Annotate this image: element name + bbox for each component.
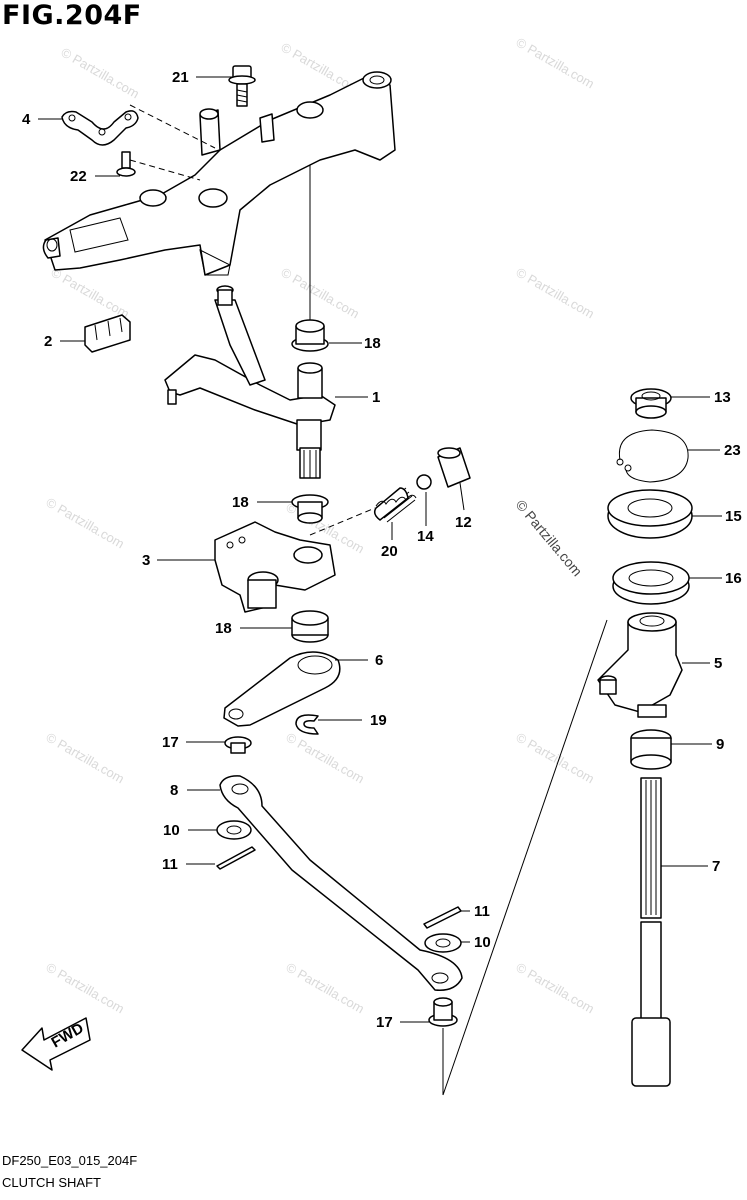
watermark: © Partzilla.com xyxy=(514,730,597,787)
callout-13: 13 xyxy=(714,389,731,406)
callout-14: 14 xyxy=(417,528,434,545)
callout-9: 9 xyxy=(716,736,724,753)
watermark: © Partzilla.com xyxy=(284,960,367,1017)
watermark: © Partzilla.com xyxy=(44,495,127,552)
part-7-clutch-shaft xyxy=(631,777,671,1087)
callout-11: 11 xyxy=(162,856,178,873)
diagram-code: DF250_E03_015_204F xyxy=(2,1153,138,1168)
watermark-dark: © Partzilla.com xyxy=(513,497,586,580)
part-15-bearing xyxy=(607,489,693,539)
watermark: © Partzilla.com xyxy=(49,265,132,322)
part-5-clutch-housing xyxy=(597,612,683,718)
callout-18: 18 xyxy=(232,494,249,511)
callout-10: 10 xyxy=(163,822,180,839)
callout-17: 17 xyxy=(162,734,179,751)
part-9-bushing xyxy=(630,729,672,770)
part-23-snap-ring xyxy=(616,429,689,483)
callout-3: 3 xyxy=(142,552,150,569)
part-19-e-clip xyxy=(295,714,319,735)
watermark: © Partzilla.com xyxy=(514,960,597,1017)
clutch-bracket-housing xyxy=(42,71,396,276)
callout-1: 1 xyxy=(372,389,380,406)
part-17-collar-upper xyxy=(224,736,252,754)
callout-11: 11 xyxy=(474,903,490,920)
part-8-link-rod xyxy=(219,775,463,991)
callout-6: 6 xyxy=(375,652,383,669)
callout-labels: 21 4 22 2 18 1 18 3 20 14 12 18 6 19 17 … xyxy=(22,69,742,1031)
part-2-clip xyxy=(84,314,131,353)
callout-23: 23 xyxy=(724,442,741,459)
callout-7: 7 xyxy=(712,858,720,875)
part-1-shift-lever xyxy=(164,285,336,479)
callout-10: 10 xyxy=(474,934,491,951)
callout-2: 2 xyxy=(44,333,52,350)
part-10-washer-upper xyxy=(216,820,252,840)
watermark: © Partzilla.com xyxy=(514,35,597,92)
callout-18: 18 xyxy=(364,335,381,352)
figure-title: FIG.204F xyxy=(2,0,142,31)
callout-15: 15 xyxy=(725,508,742,525)
watermark: © Partzilla.com xyxy=(279,265,362,322)
callout-18: 18 xyxy=(215,620,232,637)
callout-12: 12 xyxy=(455,514,472,531)
callout-16: 16 xyxy=(725,570,742,587)
part-11-pin-upper xyxy=(216,846,256,870)
diagram-caption: CLUTCH SHAFT xyxy=(2,1175,101,1190)
callout-22: 22 xyxy=(70,168,87,185)
part-14-ball xyxy=(416,474,432,490)
part-21-bolt xyxy=(228,65,256,107)
part-10-washer-lower xyxy=(424,933,462,953)
part-6-lever-arm xyxy=(223,651,341,727)
part-4-plate xyxy=(61,110,139,146)
callout-4: 4 xyxy=(22,111,31,128)
part-12-sleeve xyxy=(437,447,471,488)
watermark: © Partzilla.com xyxy=(514,265,597,322)
part-18-bushing-low xyxy=(291,610,329,643)
watermark: © Partzilla.com xyxy=(59,45,142,102)
watermark: © Partzilla.com xyxy=(44,730,127,787)
part-17-collar-lower xyxy=(428,997,458,1027)
callout-8: 8 xyxy=(170,782,178,799)
callout-19: 19 xyxy=(370,712,387,729)
callout-20: 20 xyxy=(381,543,398,560)
part-18-bushing-mid xyxy=(291,494,329,524)
watermark: © Partzilla.com xyxy=(284,730,367,787)
part-13-plug xyxy=(630,388,672,419)
callout-17: 17 xyxy=(376,1014,393,1031)
part-18-bushing-top xyxy=(291,319,329,352)
callout-21: 21 xyxy=(172,69,189,86)
part-16-seal xyxy=(612,561,690,605)
part-22-screw xyxy=(116,151,136,177)
figure-footer: DF250_E03_015_204F CLUTCH SHAFT xyxy=(2,1150,137,1194)
part-20-spring xyxy=(373,487,417,523)
part-3-cam-block xyxy=(214,521,336,613)
part-11-pin-lower xyxy=(423,906,462,929)
leader-lines xyxy=(38,76,722,1023)
callout-5: 5 xyxy=(714,655,722,672)
fwd-arrow-icon: FWD xyxy=(21,1017,91,1071)
watermark: © Partzilla.com xyxy=(44,960,127,1017)
